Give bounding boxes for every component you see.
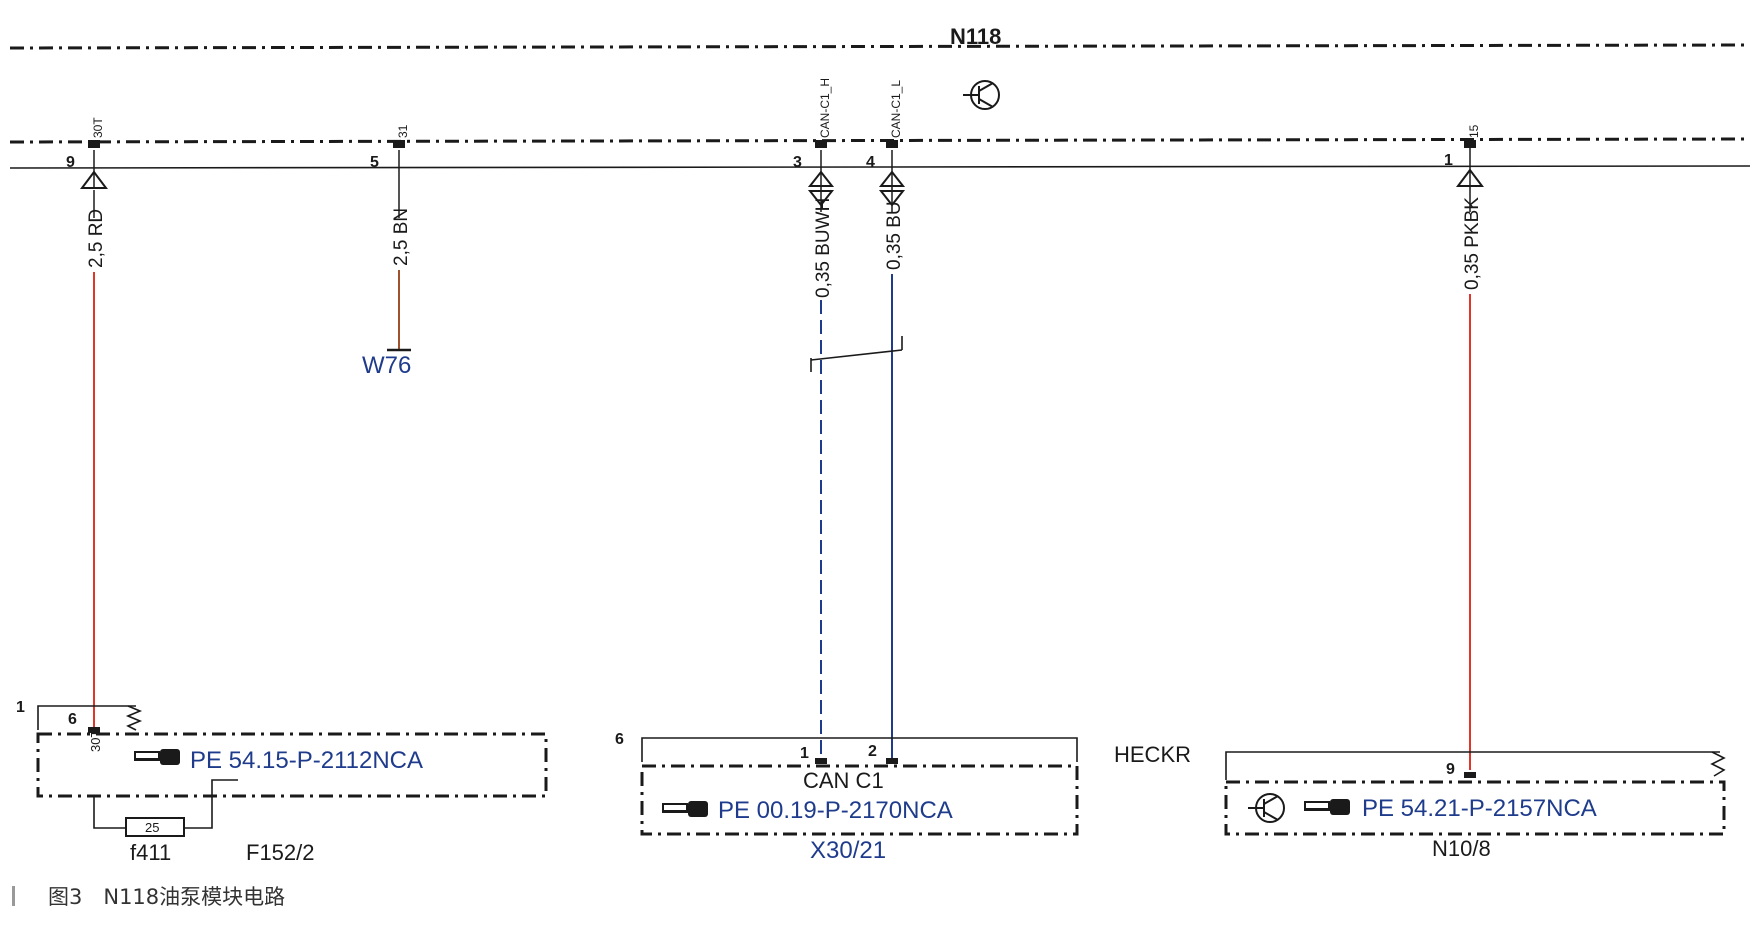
transistor-icon [963,80,1000,110]
svg-text:25: 25 [145,820,159,835]
twisted-pair-marker [810,336,903,372]
svg-text:3: 3 [793,154,802,171]
module-name: N118 [950,24,1001,49]
fuse-name: f411 [130,840,171,865]
pin-1-wire: 15 1 0,35 PKBK [1444,124,1484,770]
can-connector-name: X30/21 [810,837,886,864]
caption-marker [12,886,15,906]
pointing-hand-icon [134,749,180,765]
fuse-box-f152: 1 6 30T PE 54.15-P-2112NCA 25 f411 F152/… [16,699,548,865]
pin-5-wire: 31 5 2,5 BN W76 [362,124,412,379]
svg-text:6: 6 [68,711,77,728]
wire-label-can-l: 0,35 BU [884,201,905,270]
svg-text:1: 1 [16,699,25,716]
figure-caption: 图3 N118油泵模块电路 [48,885,285,909]
svg-text:9: 9 [1446,761,1455,778]
svg-text:1: 1 [1444,152,1453,169]
svg-text:6: 6 [615,731,624,748]
svg-text:CAN-C1_L: CAN-C1_L [889,80,903,138]
svg-text:31: 31 [396,124,410,138]
wire-label-can-h: 0,35 BUWH [813,198,834,298]
wire-label-brown: 2,5 BN [391,208,412,266]
fuse-icon: 25 [125,817,185,837]
pin-3-wire: CAN-C1_H 3 0,35 BUWH [793,78,835,762]
wire-label-pink: 0,35 PKBK [1462,197,1483,290]
svg-text:2: 2 [868,743,877,760]
can-connector-x30: 6 1 2 CAN C1 PE 00.19-P-2170NCA X30/21 [615,731,1079,864]
svg-text:1: 1 [800,745,809,762]
rear-ref: PE 54.21-P-2157NCA [1362,795,1597,822]
wire-label-red: 2,5 RD [86,209,107,268]
pin-4-wire: CAN-C1_L 4 0,35 BU [866,80,906,762]
svg-text:5: 5 [370,154,379,171]
fuse-box-name: F152/2 [246,840,315,865]
can-title: CAN C1 [803,768,884,793]
transistor-icon [1248,793,1285,823]
svg-text:4: 4 [866,154,875,171]
svg-text:9: 9 [66,154,75,171]
svg-text:15: 15 [1467,124,1481,138]
rear-module-n10: HECKR 9 PE 54.21-P-2157NCA N10/8 [1114,742,1726,861]
pointing-hand-icon [1304,799,1350,815]
svg-text:CAN-C1_H: CAN-C1_H [818,78,832,138]
pin-9-wire: 30T 9 2,5 RD [66,117,108,734]
can-ref: PE 00.19-P-2170NCA [718,797,953,824]
svg-text:30T: 30T [91,117,105,138]
rear-module-name: N10/8 [1432,836,1491,861]
ground-label: W76 [362,352,411,379]
rear-title: HECKR [1114,742,1191,767]
fuse-box-ref: PE 54.15-P-2112NCA [190,747,423,774]
module-n118: N118 [9,24,1751,169]
pointing-hand-icon [662,801,708,817]
